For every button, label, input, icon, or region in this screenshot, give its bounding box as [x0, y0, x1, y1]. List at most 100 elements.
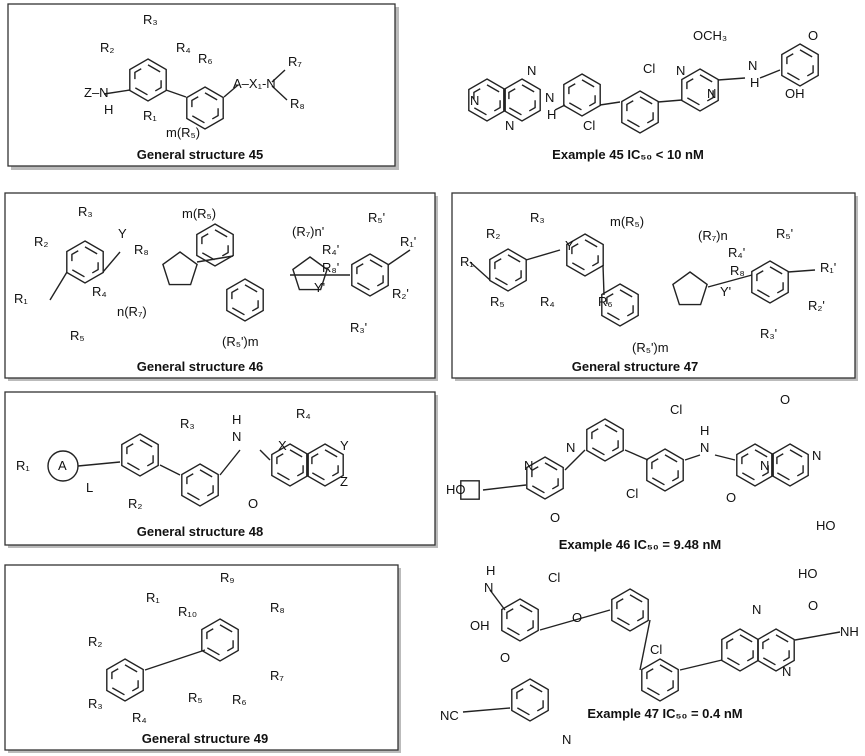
atom-label: R₉ — [220, 570, 235, 585]
structure-gs45: R₃ R₂ R₄ R₆ Z–N H R₁ m(R₅) A–X₁-N R₇ R₈ … — [84, 12, 305, 162]
atom-label: (R₅')m — [632, 340, 669, 355]
atom-label: R₅' — [368, 210, 385, 225]
atom-label: N — [700, 440, 709, 455]
atom-label: H — [547, 107, 556, 122]
ring-hexagon — [601, 283, 639, 327]
bond-line — [223, 84, 239, 98]
bond-line — [102, 251, 121, 273]
bond-line — [103, 89, 131, 95]
atom-label: R₅ — [188, 690, 203, 705]
atom-label: R₂ — [100, 40, 114, 55]
bond-line — [624, 449, 649, 461]
atom-label: R₂' — [392, 286, 409, 301]
atom-label: HO — [816, 518, 836, 533]
atom-label: Z–N — [84, 85, 109, 100]
atom-label: R₂ — [34, 234, 48, 249]
bond-line — [144, 649, 206, 671]
atom-label: Y' — [314, 280, 325, 295]
atom-label: A — [58, 458, 67, 473]
ring-hexagon — [306, 443, 344, 487]
caption-gs47: General structure 47 — [572, 359, 698, 374]
atom-label: R₈ — [730, 263, 745, 278]
atom-label: O — [550, 510, 560, 525]
ring-hexagon — [563, 73, 601, 117]
ring-hexagon — [757, 628, 795, 672]
atom-label: Z — [340, 474, 348, 489]
aromatic-inner-bond — [686, 74, 714, 106]
ring-hexagon — [181, 463, 219, 507]
aromatic-inner-bond — [568, 79, 596, 111]
atom-label: N — [782, 664, 791, 679]
ring-hexagon — [526, 456, 564, 500]
bond-line — [599, 101, 621, 106]
atom-label: Y — [340, 438, 349, 453]
bond-line — [794, 631, 841, 641]
atom-label: R₇ — [288, 54, 302, 69]
aromatic-inner-bond — [651, 454, 679, 486]
atom-label: Cl — [643, 61, 655, 76]
structure-gs47: R₃ R₂ Y R₁ R₄ R₅ R₆ m(R₅) (R₇)n R₄' R₅' … — [460, 210, 836, 374]
aromatic-inner-bond — [786, 49, 814, 81]
bond-line — [196, 255, 234, 263]
bond-line — [159, 464, 181, 476]
atom-label: R₁ — [16, 458, 30, 473]
bond-line — [679, 659, 723, 671]
bond-line — [539, 609, 611, 631]
aromatic-inner-bond — [134, 64, 162, 96]
atom-label: X — [278, 438, 287, 453]
atom-label: R₁ — [146, 590, 160, 605]
atom-label: Y' — [720, 284, 731, 299]
atom-label: R₈ — [270, 600, 285, 615]
atom-label: R₈ — [134, 242, 149, 257]
structure-gs48: R₁ A L R₂ R₃ N H O X R₄ Y Z General stru… — [16, 406, 349, 539]
bond-line — [482, 484, 527, 491]
atom-label: R₃ — [78, 204, 93, 219]
bond-line — [554, 104, 566, 111]
atom-label: O — [808, 28, 818, 43]
aromatic-inner-bond — [276, 449, 304, 481]
atom-label: Cl — [650, 642, 662, 657]
ring-hexagon — [611, 588, 649, 632]
atom-label: Cl — [583, 118, 595, 133]
atom-label: O — [726, 490, 736, 505]
aromatic-inner-bond — [231, 284, 259, 316]
atom-label: O — [500, 650, 510, 665]
ring-pentagon — [162, 251, 198, 286]
bond-line — [717, 77, 746, 81]
atom-label: R₄' — [322, 242, 339, 257]
atom-label: m(R₅) — [182, 206, 216, 221]
atom-label: O — [808, 598, 818, 613]
atom-label: R₅ — [70, 328, 85, 343]
atom-label: N — [527, 63, 536, 78]
atom-label: N — [812, 448, 821, 463]
atom-label: R₇ — [270, 668, 284, 683]
bond-skeletons — [49, 69, 841, 713]
atom-label: R₃' — [350, 320, 367, 335]
atom-label: R₆ — [198, 51, 213, 66]
panel-frames — [4, 3, 858, 753]
atom-label: R₄ — [176, 40, 191, 55]
bond-line — [684, 454, 701, 461]
bond-line — [271, 69, 286, 83]
aromatic-inner-bond — [776, 449, 804, 481]
ring-hexagon — [106, 658, 144, 702]
ring-hexagon — [121, 433, 159, 477]
aromatic-inner-bond — [356, 259, 384, 291]
atom-label: R₁ — [14, 291, 28, 306]
frame-gs45 — [7, 3, 396, 167]
atom-label: HO — [798, 566, 818, 581]
bond-line — [259, 449, 271, 461]
ring-square — [460, 480, 480, 500]
bond-line — [271, 85, 288, 101]
aromatic-inner-bond — [186, 469, 214, 501]
aromatic-inner-bond — [616, 594, 644, 626]
atom-label: H — [104, 102, 113, 117]
atom-label: R₂ — [486, 226, 500, 241]
atom-label: L — [86, 480, 93, 495]
atom-label: (R₅')m — [222, 334, 259, 349]
atom-label: O — [572, 610, 582, 625]
ring-hexagon — [771, 443, 809, 487]
atom-label: H — [232, 412, 241, 427]
structure-gs46: R₃ R₂ Y R₈ R₁ R₄ R₅ n(R₇) m(R₅) (R₇)n' R… — [14, 204, 416, 374]
